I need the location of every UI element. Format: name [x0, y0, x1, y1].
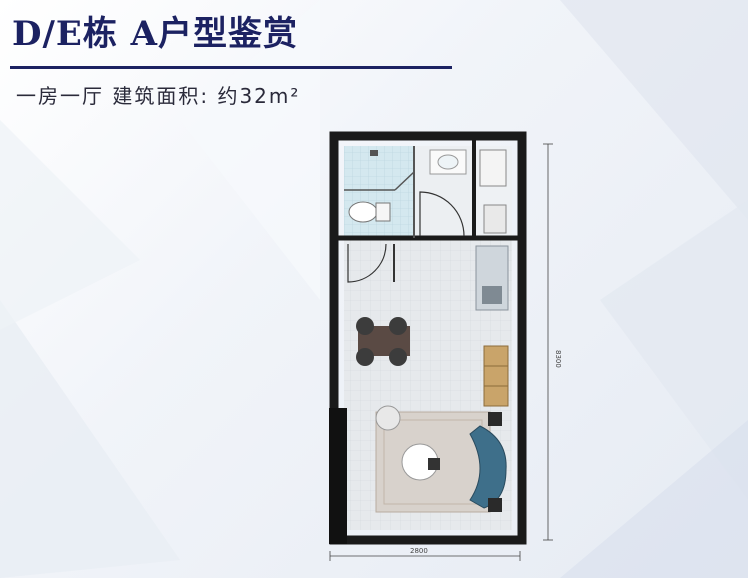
page-title: D/E栋 A户型鉴赏 [12, 14, 299, 54]
stove-icon [482, 286, 502, 304]
entry-wall-block [329, 408, 347, 544]
shower-glass [394, 171, 415, 191]
tv-cabinet [483, 345, 509, 407]
coffee-table-decor [428, 458, 440, 470]
entry-door-swing [347, 243, 387, 283]
bathroom-floor [344, 146, 414, 236]
width-dimension-label: 2800 [410, 547, 428, 555]
title-divider [10, 66, 452, 69]
outer-wall [329, 131, 527, 545]
toilet-tank [375, 202, 391, 222]
dining-chair-icon [389, 348, 407, 366]
dining-chair-icon [389, 317, 407, 335]
bathroom-door-swing [419, 191, 465, 237]
sink-basin-icon [437, 154, 459, 170]
shower-drain-icon [370, 150, 378, 156]
dining-chair-icon [356, 317, 374, 335]
side-table-icon [488, 498, 502, 512]
toilet-icon [348, 201, 378, 223]
water-heater-icon [483, 204, 507, 234]
unit-area-subtitle: 一房一厅 建筑面积: 约32m² [16, 84, 301, 108]
washing-machine-icon [479, 149, 507, 187]
armchair-icon [375, 405, 401, 431]
kitchen-counter [475, 245, 509, 311]
height-dimension-label: 8300 [554, 350, 562, 368]
side-table-icon [488, 412, 502, 426]
dining-chair-icon [356, 348, 374, 366]
